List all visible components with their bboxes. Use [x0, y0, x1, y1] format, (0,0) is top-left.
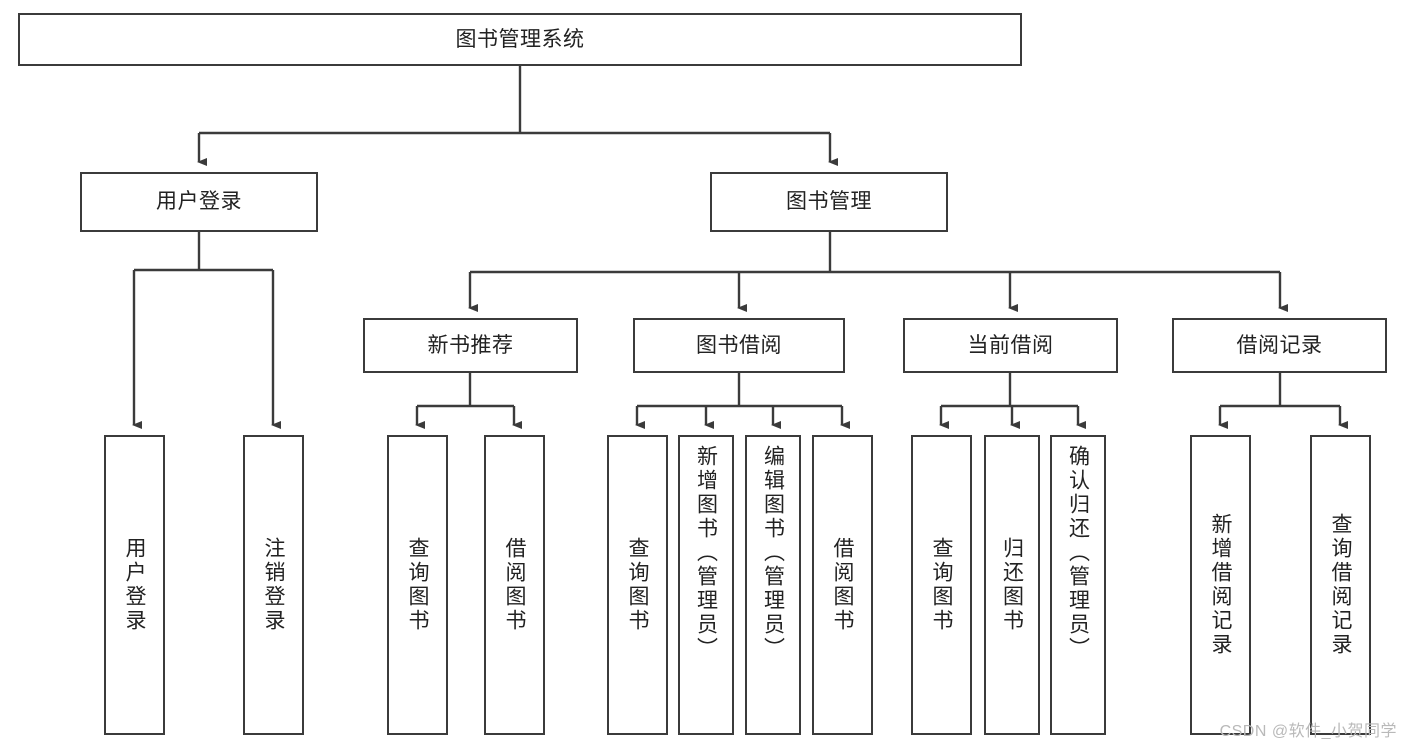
- leaf-borrow-book-1-label: 借阅图书: [503, 537, 526, 633]
- node-root[interactable]: 图书管理系统: [18, 13, 1022, 66]
- node-book-borrow[interactable]: 图书借阅: [633, 318, 845, 373]
- leaf-add-borrow-record-label: 新增借阅记录: [1209, 513, 1232, 657]
- leaf-add-borrow-record[interactable]: 新增借阅记录: [1190, 435, 1251, 735]
- leaf-query-book-3[interactable]: 查询图书: [911, 435, 972, 735]
- leaf-return-book-label: 归还图书: [1000, 537, 1024, 633]
- leaf-confirm-return-admin-label: 确认归还（管理员）: [1066, 445, 1090, 661]
- leaf-logout[interactable]: 注销登录: [243, 435, 304, 735]
- node-user-login[interactable]: 用户登录: [80, 172, 318, 232]
- leaf-query-book-3-label: 查询图书: [930, 537, 953, 633]
- node-book-borrow-label: 图书借阅: [696, 333, 782, 357]
- leaf-add-book-admin[interactable]: 新增图书（管理员）: [678, 435, 734, 735]
- node-new-book-recommend[interactable]: 新书推荐: [363, 318, 578, 373]
- leaf-query-book-1-label: 查询图书: [406, 537, 429, 633]
- leaf-edit-book-admin[interactable]: 编辑图书（管理员）: [745, 435, 801, 735]
- node-borrow-record[interactable]: 借阅记录: [1172, 318, 1387, 373]
- leaf-query-book-2-label: 查询图书: [626, 537, 649, 633]
- leaf-borrow-book-2-label: 借阅图书: [831, 537, 854, 633]
- leaf-query-borrow-record[interactable]: 查询借阅记录: [1310, 435, 1371, 735]
- leaf-confirm-return-admin[interactable]: 确认归还（管理员）: [1050, 435, 1106, 735]
- leaf-return-book[interactable]: 归还图书: [984, 435, 1040, 735]
- node-book-management[interactable]: 图书管理: [710, 172, 948, 232]
- leaf-borrow-book-1[interactable]: 借阅图书: [484, 435, 545, 735]
- node-new-book-recommend-label: 新书推荐: [427, 333, 514, 357]
- leaf-user-login[interactable]: 用户登录: [104, 435, 165, 735]
- leaf-query-book-2[interactable]: 查询图书: [607, 435, 668, 735]
- node-root-label: 图书管理系统: [455, 27, 585, 51]
- node-user-login-label: 用户登录: [156, 190, 242, 214]
- node-current-borrow[interactable]: 当前借阅: [903, 318, 1118, 373]
- node-current-borrow-label: 当前借阅: [967, 333, 1054, 357]
- leaf-add-book-admin-label: 新增图书（管理员）: [694, 445, 718, 661]
- node-book-management-label: 图书管理: [786, 190, 872, 214]
- leaf-borrow-book-2[interactable]: 借阅图书: [812, 435, 873, 735]
- node-borrow-record-label: 借阅记录: [1236, 333, 1323, 357]
- leaf-edit-book-admin-label: 编辑图书（管理员）: [761, 445, 785, 661]
- leaf-query-borrow-record-label: 查询借阅记录: [1329, 513, 1352, 657]
- watermark: CSDN @软件_小贺同学: [1219, 723, 1397, 740]
- leaf-query-book-1[interactable]: 查询图书: [387, 435, 448, 735]
- leaf-logout-label: 注销登录: [262, 537, 285, 633]
- leaf-user-login-label: 用户登录: [123, 537, 146, 633]
